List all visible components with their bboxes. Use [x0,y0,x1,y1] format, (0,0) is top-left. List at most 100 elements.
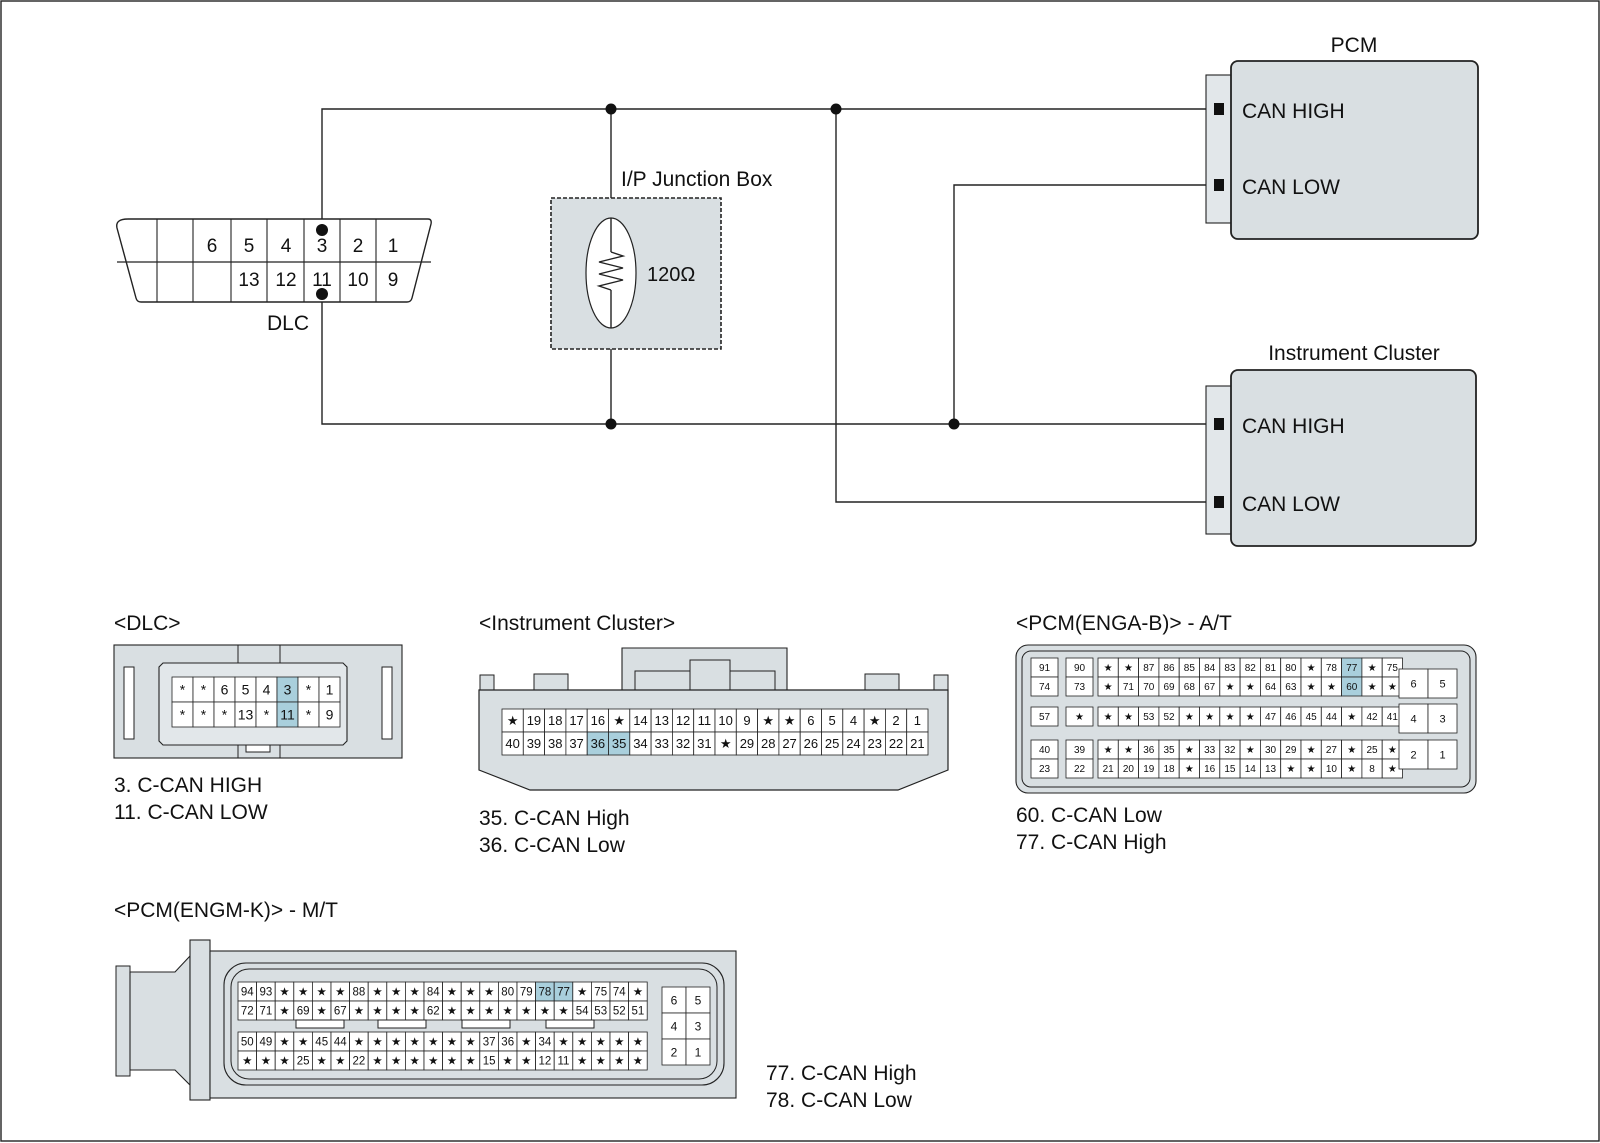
wires [321,108,1214,503]
pin-label: 6 [221,682,229,698]
pin-label: 25 [297,1056,310,1068]
pin-label: ★ [410,1056,420,1068]
pin-label: ★ [1246,745,1255,756]
pin-cell [1427,739,1458,770]
pin-label: 47 [1265,712,1277,723]
dlc-pin-label: 1 [388,236,399,257]
pcm-mt-inner-rim [230,968,718,1080]
pin-label: 90 [1074,663,1086,674]
pin-label: 34 [539,1037,552,1049]
pin-label: ★ [1225,682,1234,693]
pin-label: 9 [326,707,334,723]
pin-label: * [264,707,270,723]
pin-label: 20 [1123,764,1135,775]
pin-label: 74 [1039,682,1051,693]
pin-label: 57 [1039,712,1051,723]
pin-label: ★ [1388,745,1397,756]
pin-label: ★ [1104,745,1113,756]
pin-label: ★ [1307,663,1316,674]
pin-label: 35 [612,736,626,751]
connector-pcm-at-title: <PCM(ENGA-B)> - A/T [1016,612,1232,635]
pin-label: 53 [1143,712,1155,723]
pin-label: 12 [676,713,690,728]
pin-label: ★ [633,1056,643,1068]
pin-label: 91 [1039,663,1051,674]
dlc-pin11-dot [316,288,328,300]
pin-label: 22 [889,736,903,751]
pcm-pin-low [1214,179,1224,191]
pin-label: 3 [284,682,292,698]
resistor-value: 120Ω [647,264,695,286]
pin-cell [1030,758,1059,779]
pcm-mt-key-bar [377,1019,427,1029]
dlc-pin-label: 2 [353,236,364,257]
pin-label: ★ [1124,745,1133,756]
pin-cell [1030,676,1059,697]
dlc-pin3-dot [316,224,328,236]
pin-label: 45 [1306,712,1318,723]
splice-dot [605,103,617,115]
pin-label: 13 [238,707,254,723]
dlc-note-1: 3. C-CAN HIGH [114,774,262,797]
pin-label: 23 [1039,764,1051,775]
pin-label: 4 [263,682,271,698]
pcm-mt-key-bar [295,1019,345,1029]
pin-label: 35 [1163,745,1175,756]
pin-label: 71 [1123,682,1135,693]
pin-cell [685,986,711,1014]
pin-label: ★ [521,1006,531,1018]
pcm-mt-key-bar [545,1019,595,1029]
pcm-at-note-2: 77. C-CAN High [1016,831,1167,854]
pin-label: ★ [596,1056,606,1068]
connector-dlc-title: <DLC> [114,612,181,635]
pin-label: 4 [1410,713,1416,725]
wire-can-high-main [321,108,1214,229]
pin-label: ★ [1368,663,1377,674]
pin-label: ★ [1327,682,1336,693]
pin-label: 21 [1103,764,1115,775]
pin-cell [1398,668,1429,699]
pin-label: 54 [576,1006,589,1018]
pin-label: ★ [372,1056,382,1068]
pin-label: 5 [242,682,250,698]
pin-label: 52 [613,1006,626,1018]
pin-label: ★ [507,713,519,728]
pin-label: ★ [614,1056,624,1068]
pcm-mt-key-bar [461,1019,511,1029]
pin-label: 78 [539,987,552,999]
pin-label: 77 [557,987,570,999]
pin-label: ★ [279,1056,289,1068]
pin-label: 6 [807,713,814,728]
pin-label: ★ [1104,663,1113,674]
pin-label: ★ [503,1056,513,1068]
pin-label: 71 [260,1006,273,1018]
pin-label: 64 [1265,682,1277,693]
pin-label: ★ [633,1037,643,1049]
pin-label: 2 [892,713,899,728]
pin-label: ★ [1185,745,1194,756]
pin-label: 37 [483,1037,496,1049]
pin-label: 44 [334,1037,347,1049]
splice-dot [948,418,960,430]
pin-label: 2 [1410,749,1416,761]
pin-label: 4 [671,1019,678,1033]
pin-label: 5 [1439,678,1445,690]
pcm-mt-note-2: 78. C-CAN Low [766,1089,913,1112]
pin-label: 36 [501,1037,514,1049]
pin-label: ★ [428,1056,438,1068]
pin-label: ★ [391,1006,401,1018]
pin-label: ★ [1104,712,1113,723]
pcm-at-note-1: 60. C-CAN Low [1016,804,1163,827]
pin-label: ★ [762,713,774,728]
cluster-pin-low [1214,496,1224,508]
pin-cell [1065,676,1094,697]
pin-label: 83 [1224,663,1236,674]
pin-label: ★ [503,1006,513,1018]
pin-label: 10 [718,713,732,728]
pin-label: ★ [1388,764,1397,775]
pin-label: 69 [1163,682,1175,693]
